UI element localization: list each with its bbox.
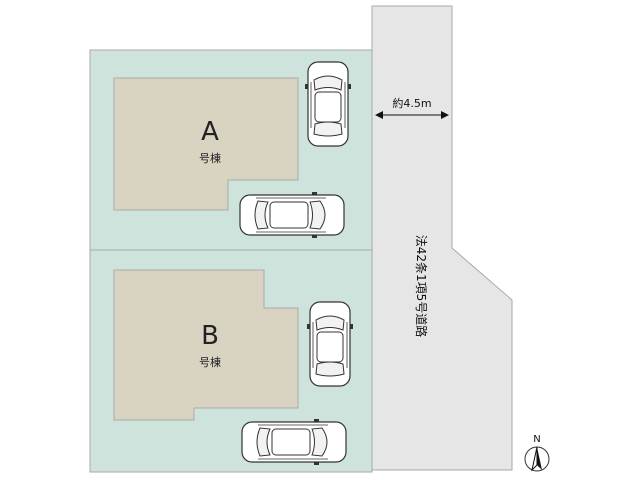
car-parking-a1 — [304, 61, 352, 147]
building-b — [113, 269, 299, 421]
car-parking-b1 — [306, 301, 354, 387]
lot-b-suffix: 号棟 — [199, 355, 221, 369]
building-a — [113, 77, 299, 211]
road-label: 法42条1項5号道路 — [414, 235, 429, 338]
lot-a-letter: A — [201, 117, 219, 147]
car-parking-b2 — [241, 418, 347, 466]
car-parking-a2 — [239, 191, 345, 239]
compass-label: N — [533, 434, 540, 445]
lot-a-suffix: 号棟 — [199, 151, 221, 165]
lot-b-letter: B — [201, 321, 219, 351]
road-area — [371, 5, 513, 471]
road-width-label: 約4.5m — [392, 96, 431, 110]
north-compass — [524, 446, 550, 472]
